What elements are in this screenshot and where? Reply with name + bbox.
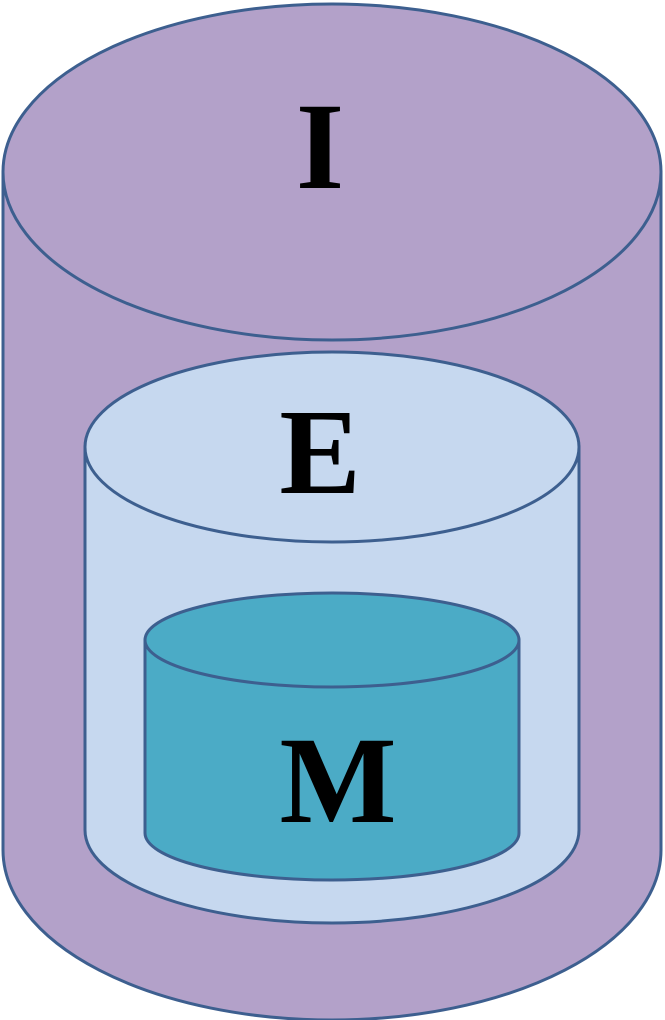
- middle-cylinder-top: [83, 350, 581, 544]
- inner-cylinder-top: [143, 591, 521, 689]
- middle-cylinder-label: E: [279, 385, 360, 520]
- outer-cylinder-top: [1, 2, 663, 342]
- inner-cylinder: M: [143, 591, 521, 882]
- inner-cylinder-label: M: [279, 712, 396, 849]
- inner-cylinder-body: [143, 638, 521, 882]
- outer-cylinder-label: I: [296, 78, 344, 215]
